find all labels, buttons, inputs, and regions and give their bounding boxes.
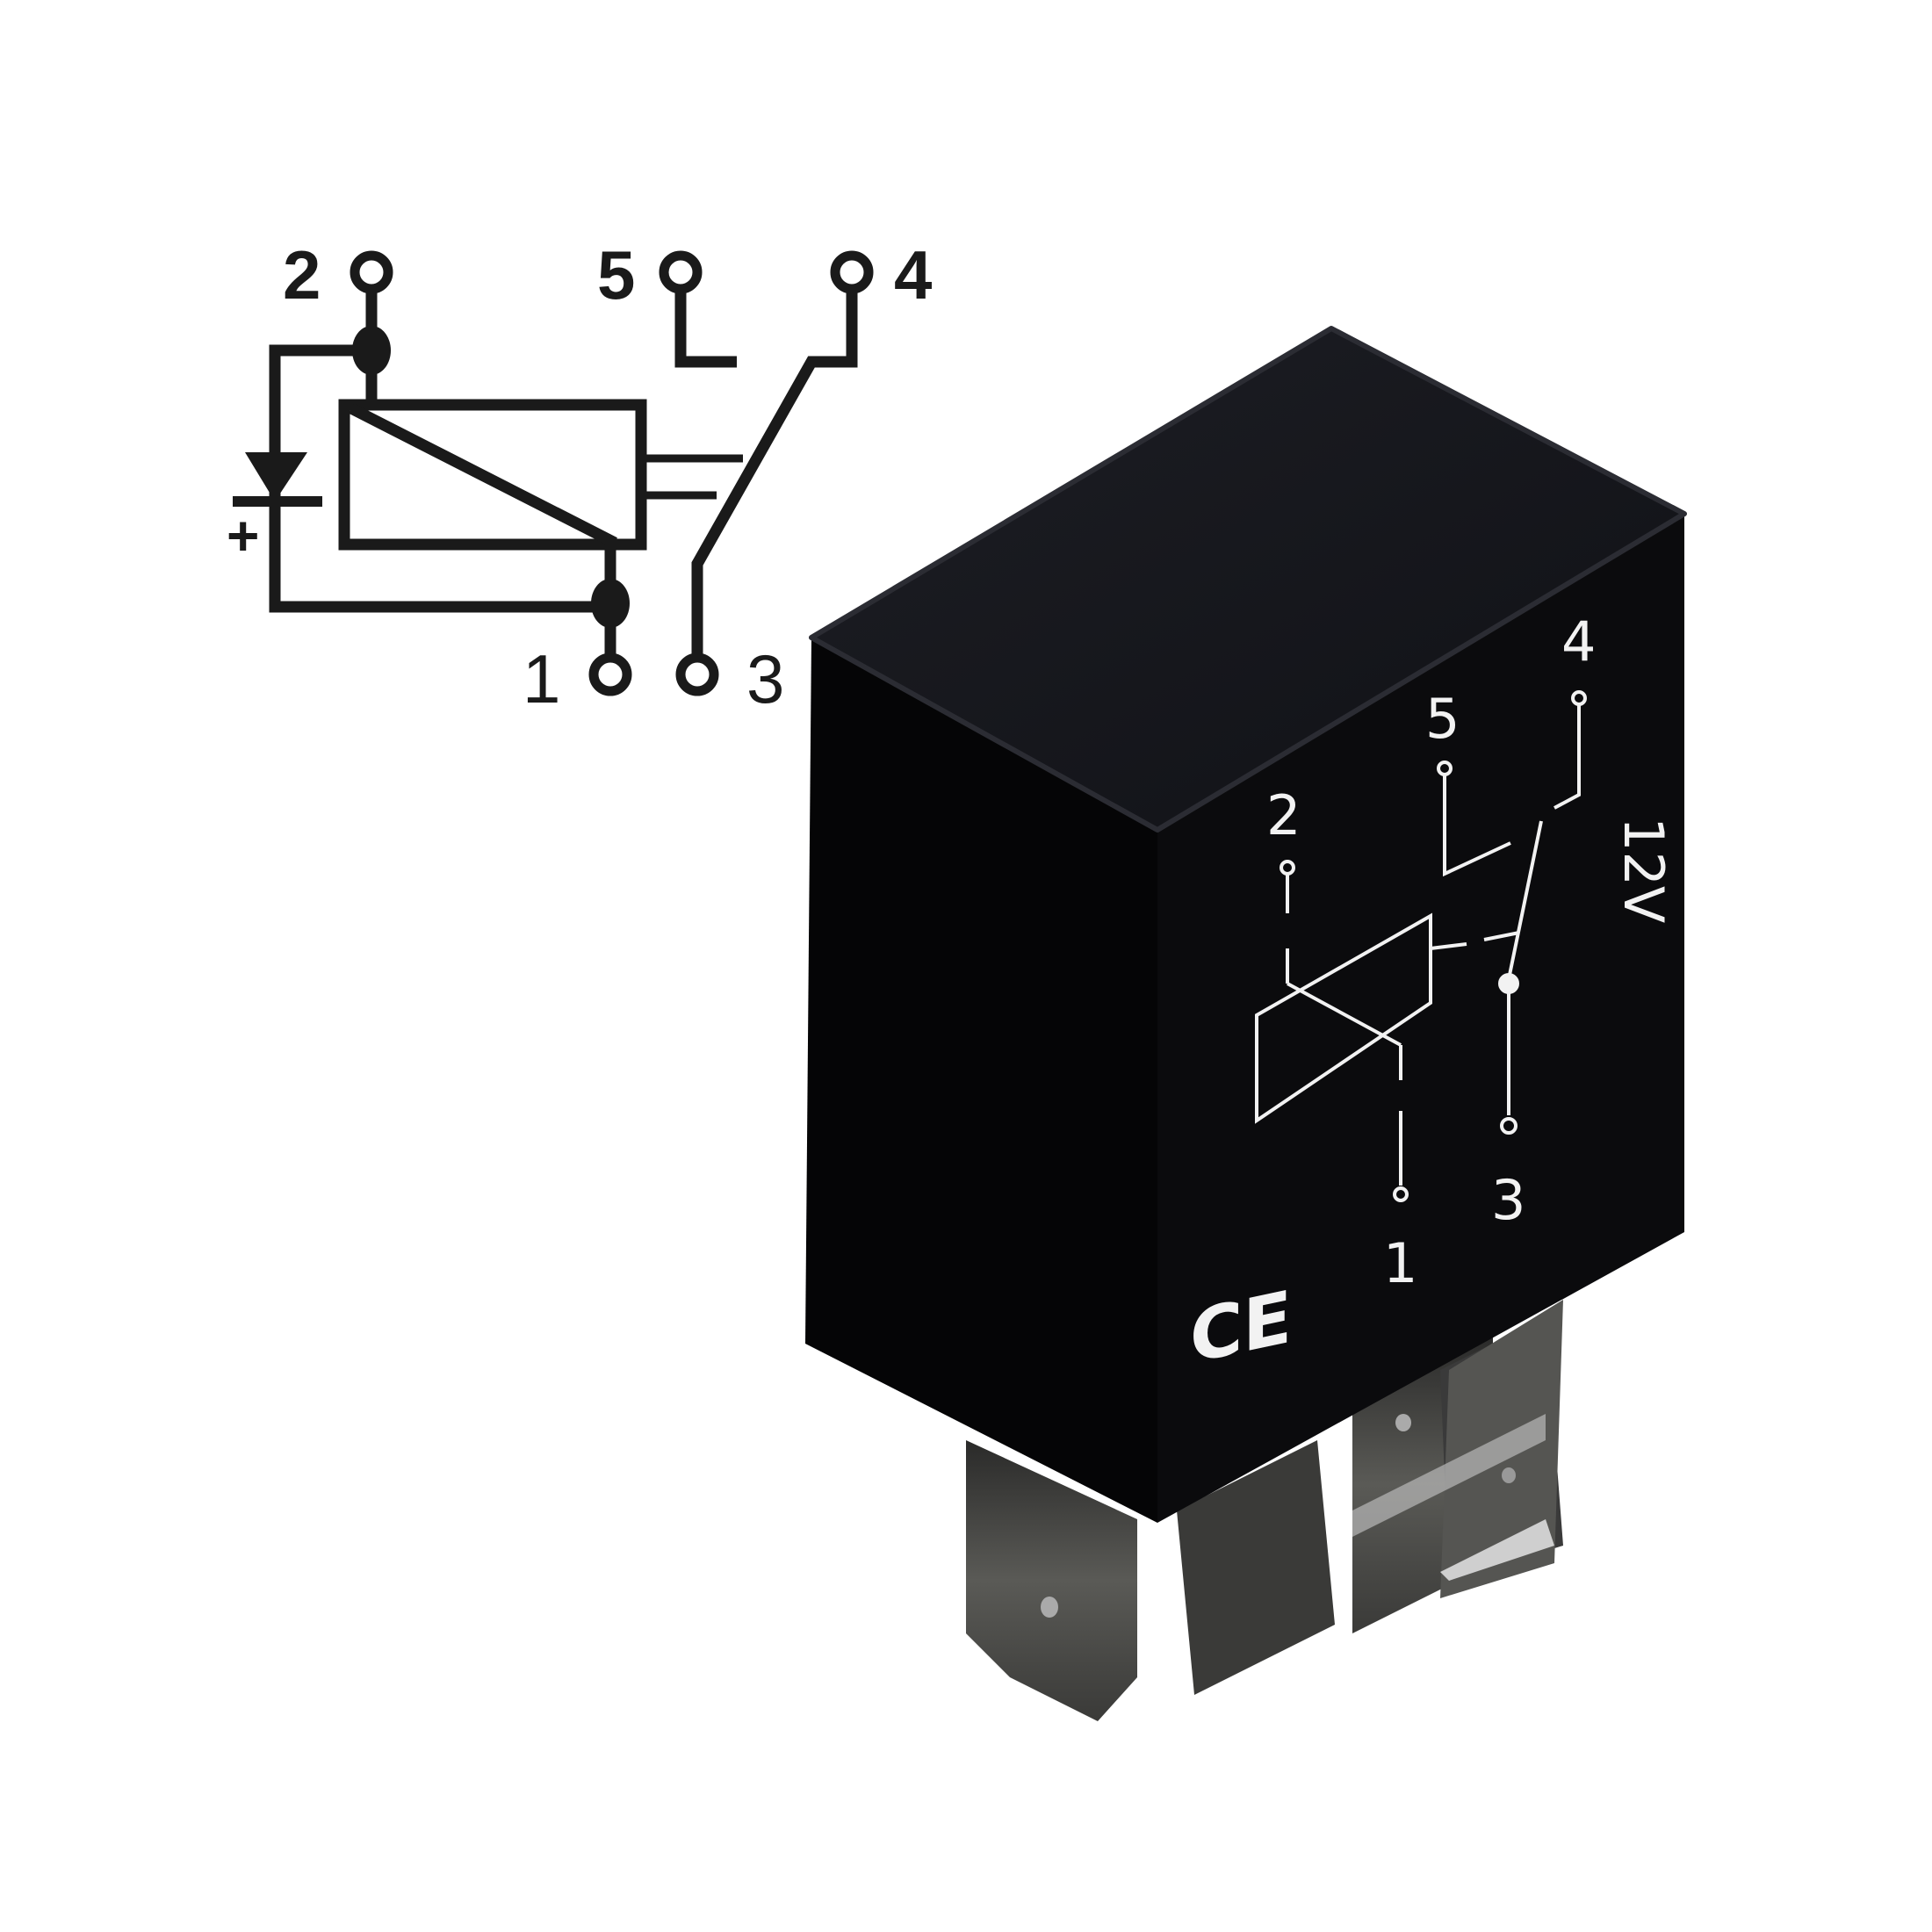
terminal-3: [675, 652, 719, 696]
print-label-4: 4: [1561, 609, 1596, 674]
print-label-3: 3: [1491, 1168, 1525, 1232]
coil-diagonal: [349, 403, 617, 548]
print-label-5: 5: [1425, 687, 1460, 751]
terminal-4: [830, 250, 874, 294]
junction-dot: [591, 579, 630, 628]
print-label-1: 1: [1383, 1231, 1417, 1295]
pin-label-1: 1: [523, 640, 560, 717]
terminal-blade: [966, 1440, 1137, 1721]
relay-top-face: [809, 326, 1687, 833]
voltage-rating: 12V: [1611, 817, 1676, 923]
relay-terminals: [966, 1300, 1563, 1721]
relay-front-face: [1157, 514, 1684, 1523]
contact-nc: [674, 290, 737, 368]
coil-symbol: [338, 399, 647, 551]
terminal-5: [659, 250, 703, 294]
pin-label-5: 5: [597, 236, 635, 314]
diode-polarity: +: [227, 504, 259, 567]
diode-branch: [269, 344, 610, 613]
relay-side-face: [805, 638, 1157, 1523]
diode-icon: [245, 452, 307, 501]
pin-label-2: 2: [283, 236, 321, 314]
junction-dot: [352, 326, 391, 375]
switch-arm: [691, 290, 858, 657]
pin-label-4: 4: [894, 236, 932, 314]
terminal-1: [588, 652, 632, 696]
relay: 2 5 4 1 3 12V CE: [805, 326, 1687, 1721]
printed-schematic: [1255, 690, 1587, 1202]
pin-label-3: 3: [746, 640, 784, 717]
wiring-schematic: [233, 250, 874, 696]
print-label-2: 2: [1266, 783, 1301, 847]
terminal-2: [350, 250, 393, 294]
